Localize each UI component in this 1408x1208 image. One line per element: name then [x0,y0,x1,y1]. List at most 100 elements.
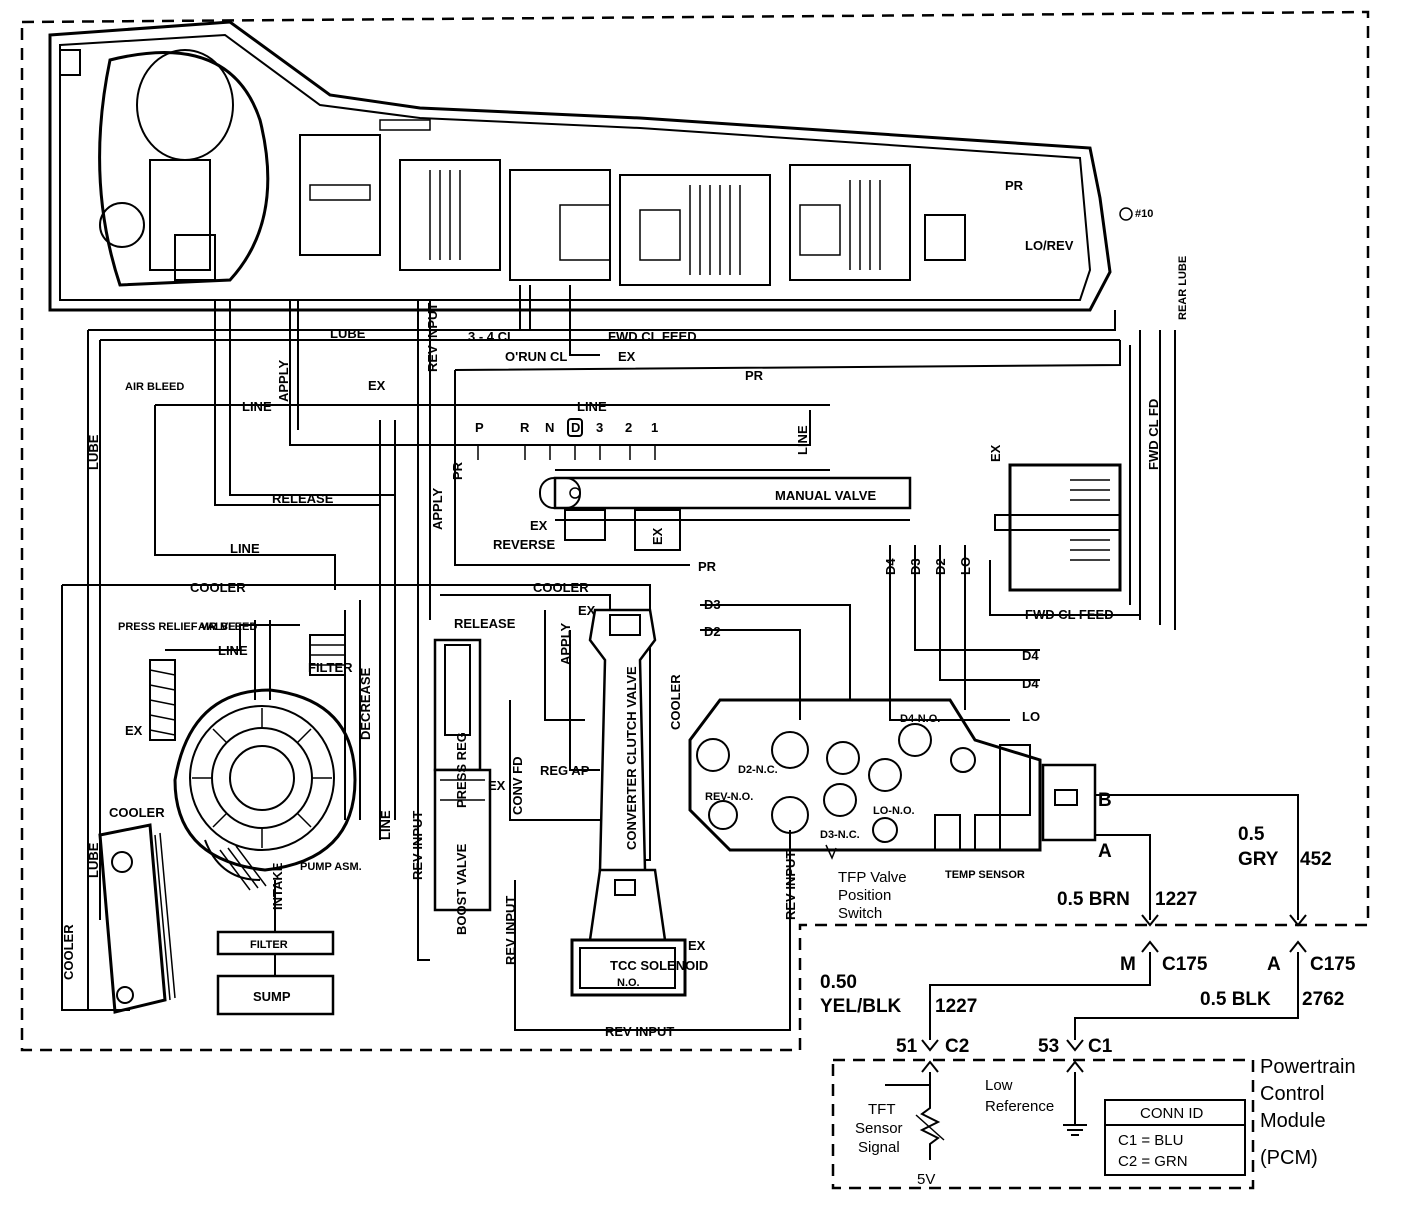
label-cooler-left: COOLER [61,924,76,980]
label-c175-a: C175 [1310,954,1356,975]
label-fwd-cl-feed-right: FWD CL FEED [1025,607,1114,622]
label-gear-p: P [475,420,484,435]
pump-assembly [149,634,357,891]
label-filter-pump: FILTER [308,660,353,675]
label-ex-top: EX [368,378,386,393]
label-ex-reg: EX [488,778,506,793]
label-cooler-vert: COOLER [668,674,683,730]
hydraulic-passages [61,285,1176,1031]
label-34cl: 3 - 4 CL [468,329,515,344]
label-d2-line: D2 [704,624,721,639]
label-yel-circuit: 1227 [935,996,977,1017]
label-hash10: #10 [1135,208,1153,220]
label-blk-circuit: 2762 [1302,989,1344,1010]
label-d3-nc: D3-N.C. [820,829,860,841]
tfp-switch-connector [1041,763,1097,842]
label-lo-right: LO [1022,709,1040,724]
label-apply-low: APPLY [558,623,573,665]
label-tfp-2: Position [838,887,891,904]
label-conn-m: M [1120,954,1136,975]
label-pin-a: A [1098,841,1112,862]
valve-body-plate [688,698,1042,852]
label-d4-vert: D4 [883,558,898,575]
label-ex-pump: EX [125,723,143,738]
filter-sump [216,930,335,1016]
label-converter-clutch-valve: CONVERTER CLUTCH VALVE [624,666,639,850]
label-boost-valve: BOOST VALVE [454,843,469,935]
label-low-ref-1: Low [985,1077,1013,1094]
label-tfp-1: TFP Valve [838,869,907,886]
label-orun-cl: O'RUN CL [505,349,567,364]
label-5v: 5V [917,1171,935,1188]
label-pin-51: 51 [896,1036,918,1057]
label-lube-top: LUBE [330,326,366,341]
label-c1: C1 [1088,1036,1113,1057]
label-apply-mid: APPLY [430,488,445,530]
label-ex-reverse: EX [530,518,548,533]
label-d4-no: D4-N.O. [900,713,940,725]
conn-id-table [1104,1099,1246,1176]
label-intake: INTAKE [270,862,285,910]
label-line-pump: LINE [218,643,248,658]
label-gear-d: D [571,420,580,435]
label-ex-box: EX [650,527,665,545]
label-cooler-mid: COOLER [533,580,589,595]
label-cooler-part: COOLER [109,805,165,820]
label-gear-r: R [520,420,530,435]
label-air-bleed-pump: AIR BLEED [198,621,257,633]
label-conn-a: A [1267,954,1281,975]
label-temp-sensor: TEMP SENSOR [945,869,1025,881]
transmission-case [48,20,1133,312]
label-ex-right: EX [988,444,1003,462]
label-rev-input-top: REV INPUT [425,303,440,372]
label-apply-vert: APPLY [276,360,291,402]
label-pcm-2: Control [1260,1083,1324,1105]
label-gear-3: 3 [596,420,603,435]
label-lube-low: LUBE [86,842,101,878]
label-gry-circuit: 452 [1300,849,1332,870]
label-gear-2: 2 [625,420,632,435]
label-d2-nc: D2-N.C. [738,764,778,776]
hydraulic-labels: PR #10 LO/REV REAR LUBE LUBE 3 - 4 CL FW… [61,178,1189,1039]
label-conn-id-row2: C2 = GRN [1118,1153,1188,1170]
label-rev-input-bottom: REV INPUT [503,896,518,965]
label-cooler-top: COOLER [190,580,246,595]
label-release-top: RELEASE [272,491,334,506]
pressure-regulator [433,638,492,912]
label-fwd-cl-fd: FWD CL FD [1146,399,1161,470]
label-press-reg: PRESS REG [454,732,469,808]
label-line-low: LINE [378,810,393,840]
label-manual-valve: MANUAL VALVE [775,488,876,503]
label-lo-no: LO-N.O. [873,805,915,817]
label-brn-circuit: 1227 [1155,889,1197,910]
label-filter-box: FILTER [250,939,288,951]
label-line-mid2: LINE [230,541,260,556]
label-rev-input-base: REV INPUT [605,1024,674,1039]
label-gear-1: 1 [651,420,658,435]
label-rev-input-right: REV INPUT [783,851,798,920]
label-pin-53: 53 [1038,1036,1059,1057]
label-rev-input-left: REV INPUT [410,811,425,880]
tcc-solenoid-assembly [570,868,687,997]
label-conn-id-row1: C1 = BLU [1118,1132,1183,1149]
label-rev-no: REV-N.O. [705,791,753,803]
label-lube-left: LUBE [86,434,101,470]
label-conn-id-title: CONN ID [1140,1105,1204,1122]
label-pr-low: PR [698,559,717,574]
label-rear-lube: REAR LUBE [1177,256,1189,320]
converter-clutch-valve [588,608,657,882]
label-pcm-1: Powertrain [1260,1056,1356,1078]
label-line-vert: LINE [795,425,810,455]
label-line-top: LINE [242,399,272,414]
label-reg-ap: REG AP [540,763,590,778]
label-pr-top: PR [1005,178,1024,193]
label-ex-tcc: EX [688,938,706,953]
label-pin-b: B [1098,790,1112,811]
pcm-boundary [831,1058,1255,1190]
label-d2-vert: D2 [933,558,948,575]
label-reverse: REVERSE [493,537,555,552]
label-tcc: TCC SOLENOID [610,958,708,973]
label-decrease: DECREASE [358,667,373,740]
